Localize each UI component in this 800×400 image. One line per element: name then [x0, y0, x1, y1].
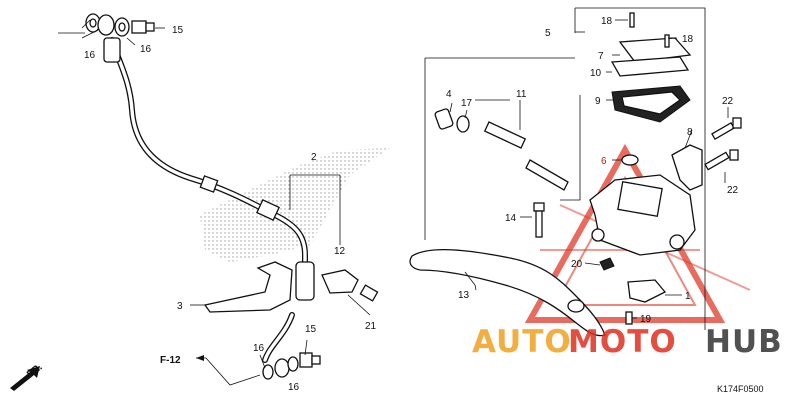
part-label-17: 17	[461, 98, 473, 109]
part-label-18b: 18	[682, 34, 694, 45]
part-label-20: 20	[571, 259, 583, 270]
master-cylinder-body	[589, 174, 696, 256]
part-label-5: 5	[545, 28, 551, 39]
watermark-moto: MOTO	[568, 324, 677, 360]
brake-hose	[103, 37, 315, 363]
assembly-box-11	[475, 95, 581, 201]
holder-bolts	[704, 117, 742, 171]
part-label-11: 11	[516, 89, 527, 100]
part-label-19: 19	[640, 314, 652, 325]
pivot-bolt	[533, 202, 545, 238]
part-label-9: 9	[595, 96, 601, 107]
frame-background	[200, 148, 390, 262]
part-label-15b: 15	[305, 324, 317, 335]
part-label-8: 8	[687, 127, 693, 138]
reservoir-parts	[610, 12, 692, 123]
part-label-16a: 16	[84, 50, 96, 61]
assembly-box-5	[424, 7, 706, 330]
part-label-18a: 18	[601, 16, 613, 27]
bottom-banjo-fitting	[262, 352, 321, 380]
small-parts	[599, 154, 667, 325]
part-label-13: 13	[458, 290, 470, 301]
diagram-code: K174F0500	[717, 384, 764, 394]
part-label-16c: 16	[253, 343, 265, 354]
piston-set	[483, 121, 569, 191]
ref-label: F-12	[160, 355, 181, 366]
part-label-3: 3	[177, 301, 183, 312]
part-label-6: 6	[601, 156, 607, 167]
part-label-16d: 16	[288, 382, 300, 393]
part-label-16b: 16	[140, 44, 152, 55]
part-label-15a: 15	[172, 25, 184, 36]
top-banjo-fitting	[85, 13, 155, 37]
part-label-2: 2	[311, 152, 317, 163]
part-label-10: 10	[590, 68, 602, 79]
watermark-auto: AUTO	[472, 324, 572, 360]
watermark-hub: HUB	[705, 324, 783, 360]
watermark-text: AUTO MOTO HUB	[472, 324, 783, 360]
hose-stay	[203, 261, 293, 313]
part-label-7: 7	[598, 51, 604, 62]
part-label-1: 1	[685, 291, 691, 302]
boot-and-clip	[434, 108, 470, 133]
ref-arrow-icon	[196, 355, 204, 361]
part-label-22a: 22	[722, 96, 734, 107]
part-label-4: 4	[446, 89, 452, 100]
leader-lines	[58, 19, 729, 386]
brake-lever	[409, 249, 606, 337]
lever-pivot	[567, 299, 585, 313]
front-direction-indicator: FR.	[10, 362, 45, 391]
part-label-14: 14	[505, 213, 517, 224]
part-label-21: 21	[365, 321, 377, 332]
part-label-22b: 22	[727, 185, 739, 196]
hose-clamp	[321, 269, 379, 302]
handlebar-holder	[671, 144, 703, 191]
part-label-12: 12	[334, 246, 346, 257]
